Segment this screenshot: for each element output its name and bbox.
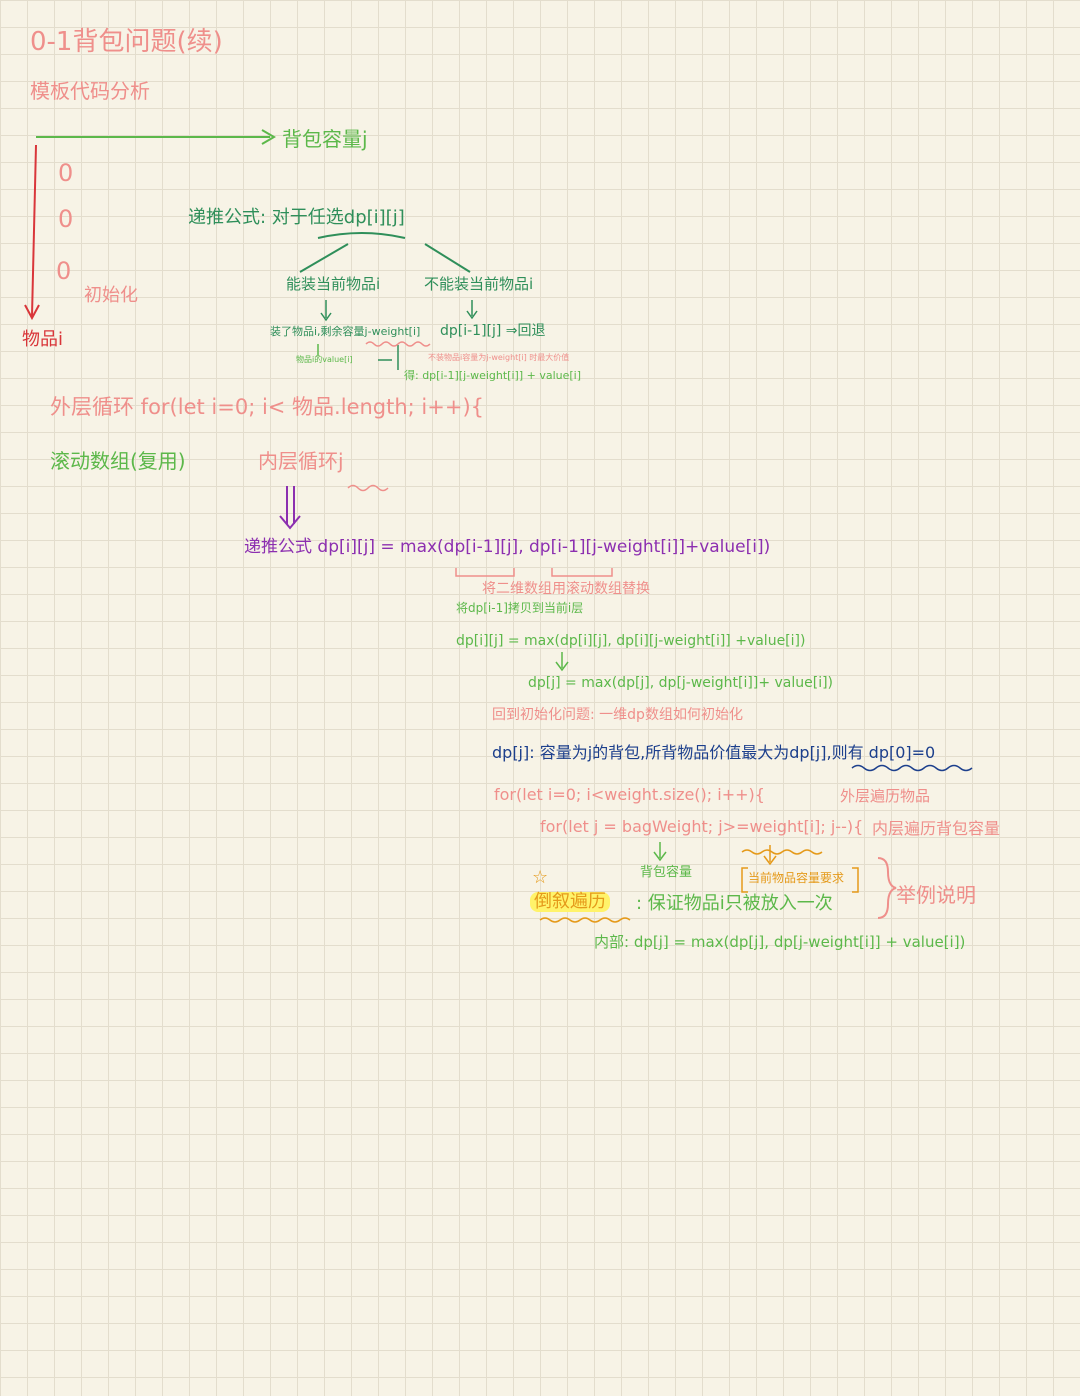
items-axis-label: 物品i bbox=[22, 329, 64, 350]
required-label: 当前物品容量要求 bbox=[748, 871, 845, 885]
page-subtitle: 模板代码分析 bbox=[30, 79, 150, 103]
formula-1d: dp[j] = max(dp[j], dp[j-weight[i]]+ valu… bbox=[528, 675, 834, 691]
capacity-axis-label: 背包容量j bbox=[282, 127, 368, 151]
reverse-traversal-label: 倒叙遍历 bbox=[530, 892, 610, 912]
page-title: 0-1背包问题(续) bbox=[30, 27, 223, 57]
formula-2d: dp[i][j] = max(dp[i][j], dp[i][j-weight[… bbox=[456, 633, 806, 649]
example-note: 举例说明 bbox=[896, 883, 976, 907]
main-formula: 递推公式 dp[i][j] = max(dp[i-1][j], dp[i-1][… bbox=[244, 537, 771, 557]
left-branch-label: 能装当前物品i bbox=[286, 275, 381, 293]
inner-loop-label: 内层循环j bbox=[258, 449, 344, 473]
capacity-label: 背包容量 bbox=[640, 865, 693, 880]
left-note: 不装物品i容量为j-weight[i] 时最大价值 bbox=[428, 353, 570, 362]
init-zero-2: 0 bbox=[58, 205, 74, 233]
left-step-1: 装了物品i,剩余容量j-weight[i] bbox=[270, 325, 421, 338]
recurrence-head: 递推公式: 对于任选dp[i][j] bbox=[188, 207, 405, 228]
right-branch-label: 不能装当前物品i bbox=[424, 275, 534, 293]
outer-loop-line: 外层循环 for(let i=0; i< 物品.length; i++){ bbox=[50, 395, 484, 419]
star-mark: ☆ bbox=[532, 867, 549, 888]
rolling-array-label: 滚动数组(复用) bbox=[50, 449, 186, 473]
left-step-2: 物品i的value[i] bbox=[296, 355, 353, 364]
code-outer-note: 外层遍历物品 bbox=[840, 787, 931, 805]
inner-body-formula: 内部: dp[j] = max(dp[j], dp[j-weight[i]] +… bbox=[594, 933, 966, 951]
reverse-note: : 保证物品i只被放入一次 bbox=[636, 893, 833, 914]
code-inner-loop: for(let j = bagWeight; j>=weight[i]; j--… bbox=[540, 817, 864, 836]
init-zero-1: 0 bbox=[58, 159, 74, 187]
code-outer-loop: for(let i=0; i<weight.size(); i++){ bbox=[494, 785, 765, 804]
init-question: 回到初始化问题: 一维dp数组如何初始化 bbox=[492, 707, 743, 723]
left-result: 得: dp[i-1][j-weight[i]] + value[i] bbox=[404, 369, 582, 382]
init-label: 初始化 bbox=[84, 285, 138, 306]
replace-note: 将二维数组用滚动数组替换 bbox=[482, 581, 650, 597]
dp-definition: dp[j]: 容量为j的背包,所背物品价值最大为dp[j],则有 dp[0]=0 bbox=[492, 743, 936, 762]
right-result: dp[i-1][j] ⇒回退 bbox=[440, 323, 546, 339]
code-inner-note: 内层遍历背包容量 bbox=[872, 819, 1001, 838]
copy-note: 将dp[i-1]拷贝到当前i层 bbox=[456, 601, 584, 615]
init-zero-3: 0 bbox=[56, 257, 72, 285]
